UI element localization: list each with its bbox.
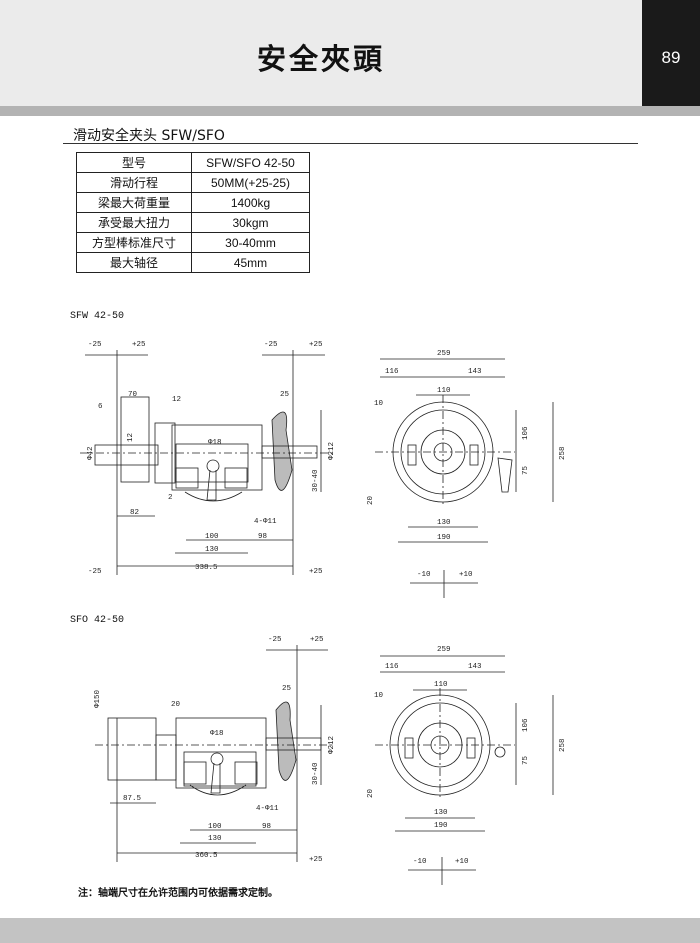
footnote: 注：轴端尺寸在允许范围内可依据需求定制。 [78, 888, 278, 899]
dim-label: 25 [282, 685, 292, 693]
page-title: 安全夾頭 [256, 42, 385, 76]
header-strip [0, 106, 700, 116]
dim-label: 12 [172, 396, 181, 404]
dim-label: Φ212 [328, 442, 336, 460]
dim-label: 110 [434, 681, 448, 689]
dim-label: -10 [413, 858, 427, 866]
dim-label: 4-Φ11 [256, 805, 279, 813]
sfo-side-view [375, 655, 554, 885]
dim-label: 6 [98, 403, 103, 411]
dim-label: 20 [367, 788, 375, 798]
dim-label: +25 [309, 341, 323, 349]
dim-label: -25 [88, 568, 102, 576]
header-band [0, 0, 700, 106]
dim-label: 130 [437, 519, 451, 527]
dim-label: 106 [522, 426, 530, 440]
dim-label: 116 [385, 663, 399, 671]
dim-label: -10 [417, 571, 431, 579]
dim-label: 10 [374, 692, 384, 700]
dim-label: 4-Φ11 [254, 518, 277, 526]
dim-label: 87.5 [123, 795, 142, 803]
sfo-front-view [95, 645, 335, 862]
dim-label: Φ42 [87, 446, 95, 460]
dim-label: 190 [437, 534, 451, 542]
dim-label: Φ18 [208, 439, 222, 447]
dim-label: 20 [171, 701, 181, 709]
spec-label: 承受最大扭力 [76, 212, 192, 233]
dim-label: Φ150 [94, 689, 102, 708]
dim-label: +25 [310, 636, 324, 644]
dim-label: +25 [309, 856, 323, 864]
dim-label: 75 [522, 755, 530, 765]
dim-label: +25 [309, 568, 323, 576]
dim-label: 258 [559, 446, 567, 460]
dim-label: 100 [208, 823, 222, 831]
dim-label: 25 [280, 391, 290, 399]
spec-value: 45mm [191, 252, 310, 273]
dim-label: 259 [437, 350, 451, 358]
dim-label: 30-40 [312, 762, 320, 785]
spec-value: 50MM(+25-25) [191, 172, 310, 193]
dim-label: 70 [128, 391, 138, 399]
dim-label: -25 [268, 636, 282, 644]
dim-label: 259 [437, 646, 451, 654]
dim-label: 360.5 [195, 852, 218, 860]
dim-label: +10 [455, 858, 469, 866]
dim-label: 12 [127, 433, 135, 442]
section-divider [63, 143, 638, 144]
drawing-title-sfw: SFW 42-50 [70, 311, 125, 322]
dim-label: 98 [262, 823, 271, 831]
spec-value: SFW/SFO 42-50 [191, 152, 310, 173]
dim-label: 106 [522, 718, 530, 732]
dim-label: 10 [374, 400, 384, 408]
dim-label: 82 [130, 509, 139, 517]
dim-label: 130 [208, 835, 222, 843]
spec-label: 方型棒标准尺寸 [76, 232, 192, 253]
dim-label: 100 [205, 533, 219, 541]
dim-label: +25 [132, 341, 146, 349]
dim-label: Φ212 [328, 736, 336, 754]
section-title: 滑动安全夹头 SFW/SFO [73, 128, 225, 144]
dim-label: 98 [258, 533, 267, 541]
dim-label: +10 [459, 571, 473, 579]
dim-label: 143 [468, 663, 482, 671]
dim-label: 130 [434, 809, 448, 817]
dim-label: 130 [205, 546, 219, 554]
dim-label: 20 [367, 495, 375, 505]
dim-label: 116 [385, 368, 399, 376]
dim-label: Φ18 [210, 730, 224, 738]
dim-label: 190 [434, 822, 448, 830]
dim-label: 258 [559, 738, 567, 752]
dim-label: -25 [264, 341, 278, 349]
dim-label: 2 [168, 494, 173, 502]
dim-label: 30-40 [312, 469, 320, 492]
footer-band [0, 918, 700, 943]
sfw-side-view [375, 358, 554, 598]
dim-label: 110 [437, 387, 451, 395]
page-number: 89 [642, 0, 700, 106]
dim-label: 338.5 [195, 564, 218, 572]
sfw-front-view [80, 350, 335, 575]
dim-label: 143 [468, 368, 482, 376]
spec-value: 30-40mm [191, 232, 310, 253]
dim-label: -25 [88, 341, 102, 349]
dim-label: 75 [522, 465, 530, 475]
drawing-title-sfo: SFO 42-50 [70, 615, 125, 626]
